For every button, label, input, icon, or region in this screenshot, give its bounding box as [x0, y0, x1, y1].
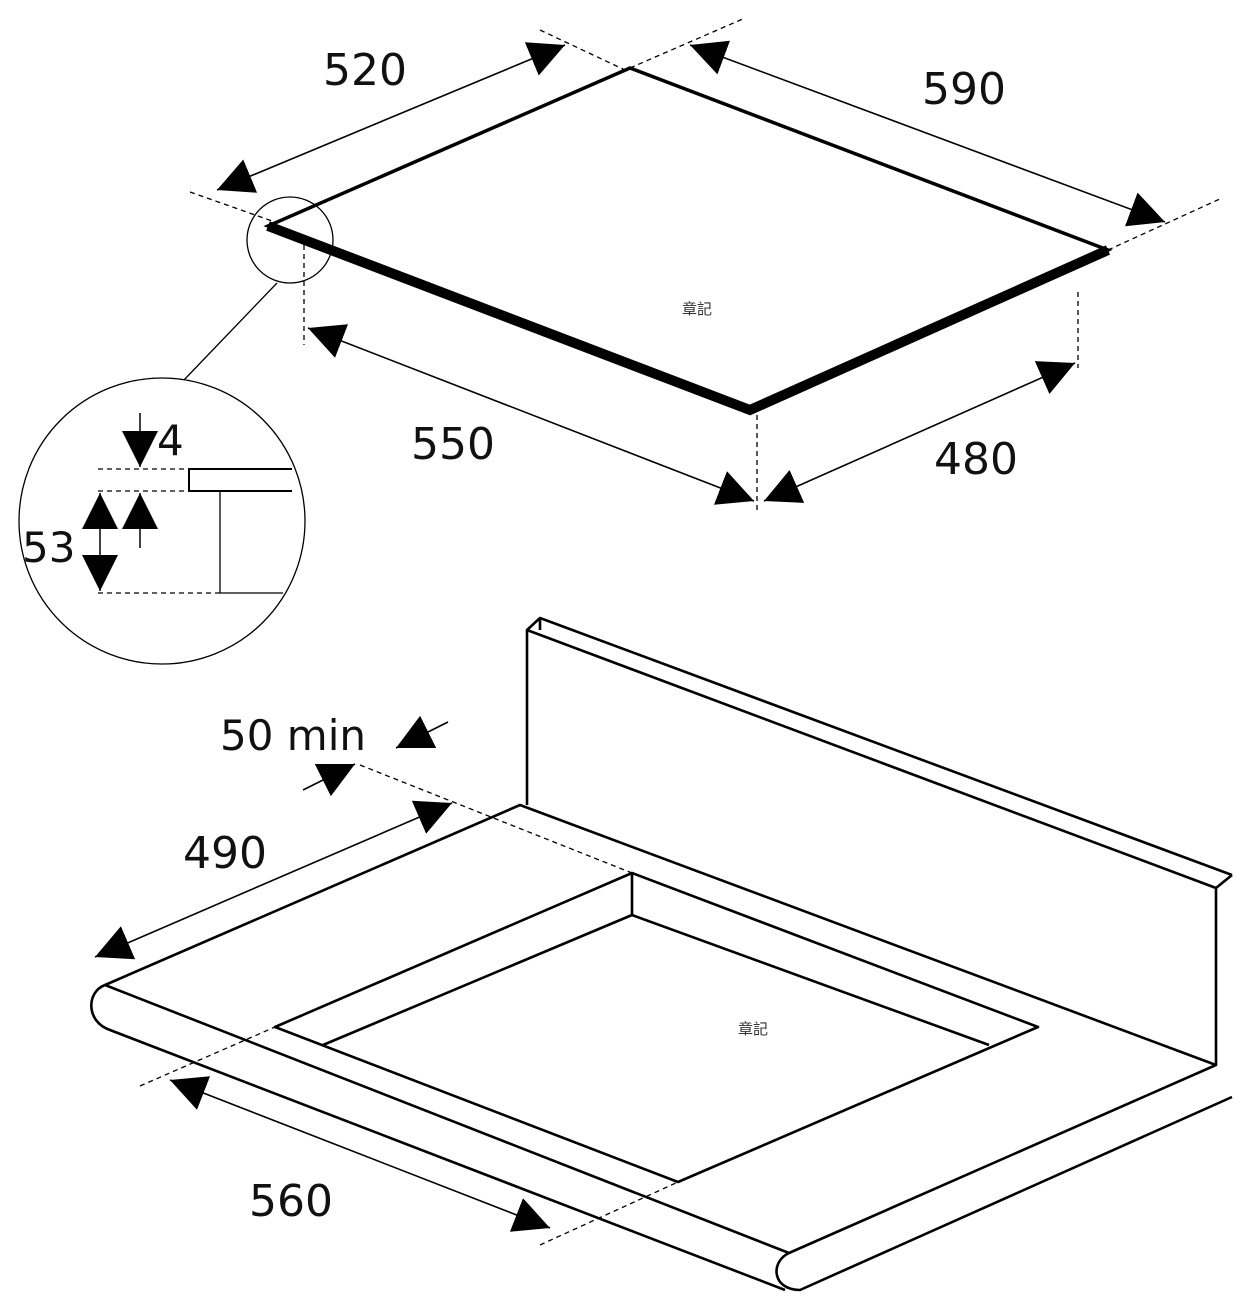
- dim-label-590: 590: [922, 64, 1006, 115]
- dim-line-520: [216, 42, 566, 193]
- dim-line-590: [689, 40, 1166, 227]
- back-wall: [525, 616, 1233, 1065]
- dim-arrow-50min-left: [302, 763, 356, 797]
- dim-line-550: [307, 324, 755, 505]
- ext-line: [189, 191, 276, 223]
- detail-label-53: 53: [22, 523, 75, 572]
- watermark-top: 章記: [682, 300, 712, 318]
- dim-label-520: 520: [323, 45, 407, 96]
- detail-view: [18, 377, 306, 665]
- dim-line-490: [94, 800, 453, 960]
- dim-arrow-50min-right: [395, 715, 449, 749]
- detail-marker-circle: [246, 196, 334, 284]
- detail-leader-line: [182, 282, 278, 382]
- ext-line: [1107, 197, 1223, 251]
- worktop-cutout-inner: [322, 873, 990, 1047]
- dim-label-550: 550: [411, 419, 495, 470]
- detail-label-4: 4: [157, 416, 184, 465]
- dim-line-480: [763, 361, 1076, 503]
- worktop-front-edge: [104, 983, 1233, 1292]
- ext-line: [539, 1181, 679, 1246]
- dim-label-50min: 50 min: [220, 711, 366, 760]
- worktop-cutout: [273, 871, 1040, 1184]
- hob-drawing: [182, 17, 1223, 512]
- hob-glass-top: [263, 66, 1113, 412]
- dim-label-490: 490: [183, 828, 267, 879]
- watermark-bottom: 章記: [738, 1020, 768, 1038]
- dim-line-560: [169, 1076, 551, 1232]
- ext-line: [539, 29, 626, 71]
- ext-line: [629, 17, 746, 69]
- detail-glass-section: [188, 468, 292, 492]
- worktop-nosing-left: [90, 983, 786, 1292]
- worktop-drawing: [90, 616, 1233, 1292]
- dim-label-480: 480: [934, 434, 1018, 485]
- dim-label-560: 560: [249, 1176, 333, 1227]
- ext-line: [359, 764, 633, 874]
- ext-line: [139, 1026, 276, 1087]
